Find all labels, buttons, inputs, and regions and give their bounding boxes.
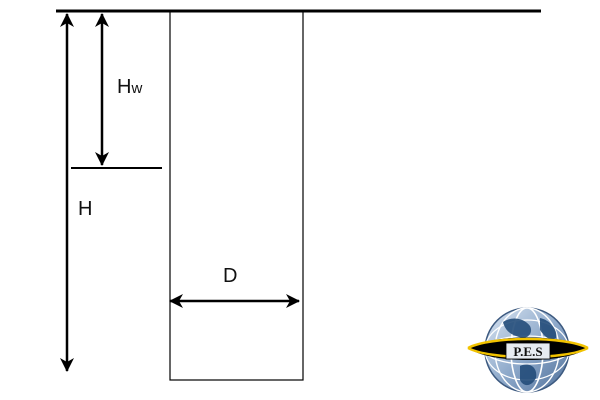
water-depth-label-sub: w: [130, 80, 142, 97]
diameter-label: D: [223, 265, 237, 287]
total-depth-label: H: [78, 198, 92, 220]
water-depth-label-main: H: [117, 76, 131, 98]
water-depth-label: Hw: [117, 76, 142, 98]
logo-text: P.E.S: [513, 344, 542, 359]
logo: P.E.S: [467, 307, 589, 393]
well-casing: [169, 10, 304, 381]
